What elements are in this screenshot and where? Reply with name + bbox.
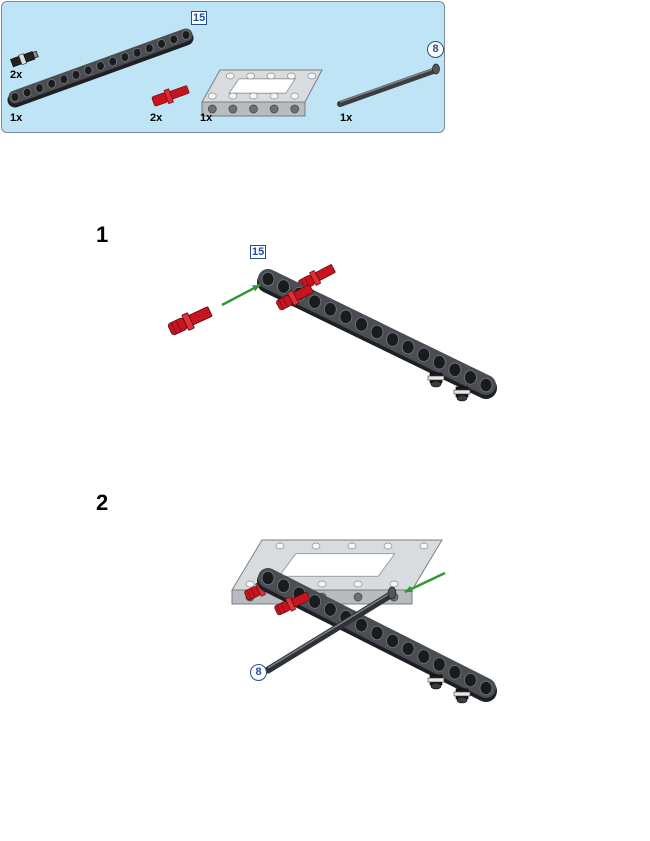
step-2-black-pin-1 xyxy=(427,674,445,690)
step-2-black-pin-2 xyxy=(453,688,471,704)
beam-hole xyxy=(277,578,290,594)
black-connector-pin-image xyxy=(10,50,39,68)
beam-hole xyxy=(145,43,154,54)
step-1-black-pin-2 xyxy=(453,386,471,402)
beam-hole xyxy=(417,347,431,362)
beam-hole xyxy=(339,309,353,325)
beam-hole xyxy=(277,279,290,294)
beam-hole xyxy=(401,339,415,355)
step-1-pin-to-insert xyxy=(167,306,213,336)
beam-hole xyxy=(432,657,446,672)
parts-frame-shape xyxy=(201,69,323,117)
beam-hole xyxy=(308,294,322,309)
beam-hole xyxy=(386,633,399,649)
beam-hole xyxy=(432,355,446,370)
step-1-number: 1 xyxy=(96,222,109,247)
beam-hole xyxy=(261,271,275,287)
beam-hole xyxy=(448,362,462,378)
beam-hole xyxy=(22,87,32,98)
parts-beam-shape xyxy=(7,28,194,108)
beam-hole xyxy=(120,52,130,62)
beam-hole xyxy=(464,672,477,688)
beam-hole xyxy=(323,302,337,317)
beam-hole xyxy=(169,34,179,45)
beam-hole xyxy=(47,78,56,89)
beam-hole xyxy=(355,317,368,332)
beam-hole xyxy=(35,83,44,93)
beam-hole xyxy=(59,74,69,85)
beam-hole xyxy=(448,665,462,680)
dark-gray-beam-15-image xyxy=(7,28,194,108)
light-gray-open-frame-image xyxy=(201,69,323,117)
beam-hole xyxy=(386,332,399,347)
step-2-assembly xyxy=(231,539,497,704)
beam-quantity: 1x xyxy=(10,112,23,124)
beam-hole xyxy=(157,39,166,49)
beam-hole xyxy=(401,641,415,656)
beam-hole xyxy=(261,570,275,586)
beam-hole xyxy=(355,617,368,633)
step-1-assembly xyxy=(167,264,497,402)
beam-hole xyxy=(479,680,493,696)
frame-quantity: 1x xyxy=(200,112,213,124)
step-2-axle xyxy=(264,586,397,674)
beam-length-label: 15 xyxy=(191,11,208,25)
beam-hole xyxy=(10,92,20,102)
beam-hole xyxy=(323,602,337,617)
pin-black-quantity: 2x xyxy=(10,69,23,81)
step-2-number: 2 xyxy=(96,490,109,515)
step-1-insert-arrow xyxy=(221,283,261,307)
beam-hole xyxy=(464,370,477,385)
red-axle-pin-image xyxy=(151,85,190,107)
beam-hole xyxy=(96,61,105,71)
beam-hole xyxy=(308,594,322,609)
step-2-axle-callout: 8 xyxy=(250,664,267,681)
step-2-insert-arrow xyxy=(404,571,446,594)
axle-length-label: 8 xyxy=(427,41,444,58)
beam-hole xyxy=(417,649,431,664)
pin-red-quantity: 2x xyxy=(150,112,163,124)
step-1-beam-callout: 15 xyxy=(250,245,267,259)
beam-hole xyxy=(71,70,81,80)
axle-quantity: 1x xyxy=(340,112,353,124)
beam-hole xyxy=(83,65,93,76)
beam-hole xyxy=(132,47,142,58)
beam-hole xyxy=(181,30,191,40)
step-1-pin-installed-front xyxy=(276,284,314,311)
beam-hole xyxy=(108,56,118,67)
step-2-pin-front xyxy=(274,592,311,616)
beam-hole xyxy=(370,324,384,340)
dark-gray-axle-8-image xyxy=(337,63,440,107)
beam-hole xyxy=(370,625,384,641)
step-1-black-pin-1 xyxy=(427,372,445,388)
beam-hole xyxy=(479,377,493,393)
